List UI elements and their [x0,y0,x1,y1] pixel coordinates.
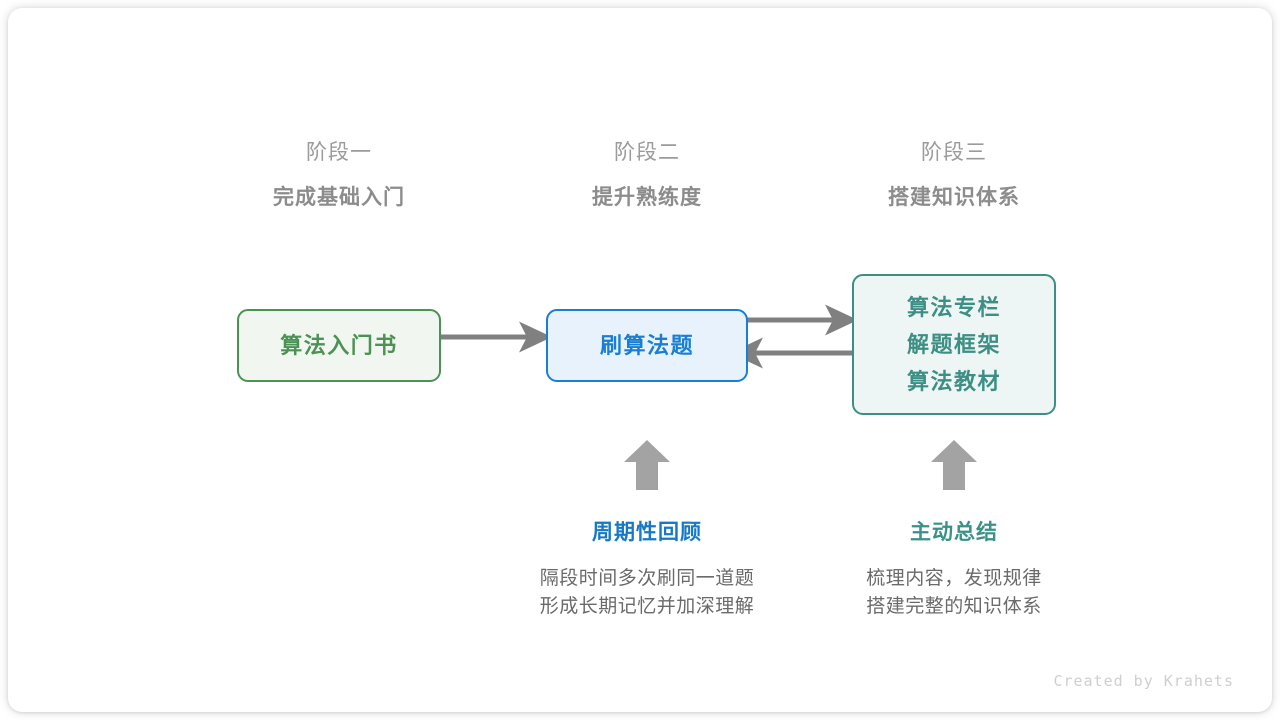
stage-title-label: 提升熟练度 [592,186,702,209]
stage-title-label: 完成基础入门 [273,186,405,209]
note-description-line-1: 梳理内容，发现规律 [866,568,1042,589]
note-title: 周期性回顾 [592,521,702,544]
stage-title-label: 搭建知识体系 [888,186,1020,209]
node-label: 算法入门书 [280,333,398,358]
note-description: 梳理内容，发现规律 搭建完整的知识体系 [804,565,1104,621]
node-label-line-1: 算法专栏 [906,295,1001,320]
note-description: 隔段时间多次刷同一道题 形成长期记忆并加深理解 [497,565,797,621]
node-algorithm-book[interactable]: 算法入门书 [237,309,441,382]
diagram-canvas: 阶段一 完成基础入门 阶段二 提升熟练度 阶段三 搭建知识体系 [8,8,1272,712]
note-description-line-1: 隔段时间多次刷同一道题 [539,568,755,589]
stage-phase-label: 阶段二 [614,141,680,164]
note-title: 主动总结 [910,521,998,544]
note-periodic-review: 周期性回顾 隔段时间多次刷同一道题 形成长期记忆并加深理解 [497,519,797,621]
node-knowledge-resources[interactable]: 算法专栏 解题框架 算法教材 [852,274,1056,415]
note-active-summary: 主动总结 梳理内容，发现规律 搭建完整的知识体系 [804,519,1104,621]
node-label-line-3: 算法教材 [906,369,1001,394]
stage-header-3: 阶段三 搭建知识体系 [824,140,1084,211]
stage-header-2: 阶段二 提升熟练度 [517,140,777,211]
stage-phase-label: 阶段三 [921,141,987,164]
credit-label: Created by Krahets [1053,672,1234,690]
arrow-review-up [624,440,670,490]
note-description-line-2: 搭建完整的知识体系 [866,596,1042,617]
arrow-summary-up [931,440,977,490]
node-label-line-2: 解题框架 [906,332,1001,357]
note-description-line-2: 形成长期记忆并加深理解 [539,596,755,617]
node-label: 刷算法题 [599,333,694,358]
stage-header-1: 阶段一 完成基础入门 [209,140,469,211]
node-practice-problems[interactable]: 刷算法题 [546,309,748,382]
stage-phase-label: 阶段一 [306,141,372,164]
